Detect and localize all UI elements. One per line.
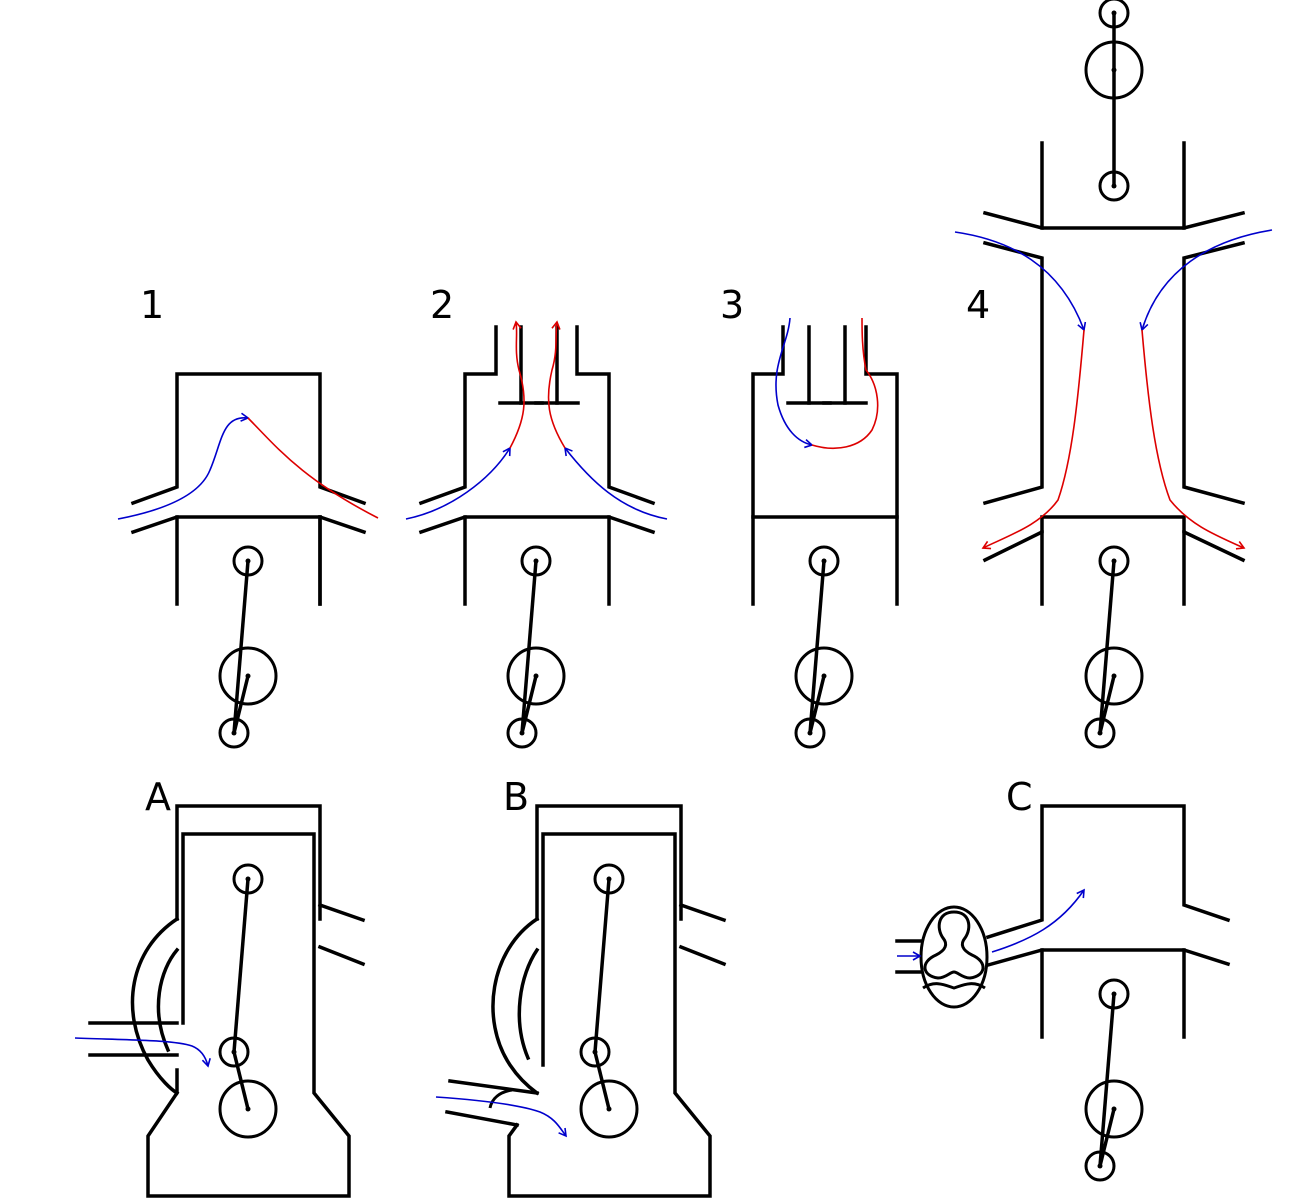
intake-port	[88, 1021, 179, 1057]
intake-flow-arrow	[991, 888, 1085, 953]
panel-label-C: C	[1006, 775, 1033, 819]
transfer-passage-outer	[130, 916, 180, 1096]
transfer-passage-outer	[491, 916, 540, 1096]
crank-circle	[218, 1079, 278, 1139]
transfer-passage-inner	[517, 947, 540, 1061]
exhaust-flow-arrow-right	[1141, 329, 1246, 550]
cylinder-head	[418, 325, 656, 506]
crank-circle	[1084, 646, 1144, 706]
piston-crown	[130, 515, 367, 535]
right-port-wall	[1182, 240, 1246, 506]
connecting-rod	[232, 877, 250, 1054]
exhaust-flow-arrow-left	[981, 329, 1085, 550]
cylinder-head	[985, 804, 1231, 940]
panel-label-A: A	[145, 775, 171, 819]
intake-flow-arrow-left	[405, 446, 511, 520]
reed-valve	[488, 1088, 513, 1109]
intake-flow-arrow	[74, 1037, 211, 1068]
cylinder-head	[535, 804, 683, 921]
crank-circle	[1084, 1079, 1144, 1139]
connecting-rod	[232, 559, 250, 735]
crank-circle	[506, 646, 566, 706]
panel-C: C	[895, 775, 1231, 1182]
intake-flow-arrow	[775, 317, 814, 449]
crank-circle	[579, 1079, 639, 1139]
left-port-wall	[982, 240, 1044, 506]
connecting-rod	[1098, 559, 1116, 735]
intake-flow-arrow-right	[1139, 229, 1273, 332]
exhaust-flow-arrow-right	[547, 320, 566, 449]
panel-A: A	[74, 775, 366, 1198]
crank-circle	[218, 646, 278, 706]
exhaust-flow-arrow	[811, 317, 879, 450]
transfer-passage-inner	[156, 947, 180, 1053]
piston-and-crankcase	[507, 832, 712, 1198]
exhaust-port	[317, 902, 366, 967]
cylinder-head	[175, 804, 322, 921]
panel-3: 3	[720, 283, 899, 749]
piston-crown	[985, 948, 1231, 968]
panel-label-B: B	[503, 775, 529, 819]
intake-flow-arrow	[435, 1096, 567, 1138]
connecting-rod	[808, 559, 826, 735]
blower-inlet	[895, 939, 923, 974]
panel-label-2: 2	[430, 283, 454, 327]
crank-circle	[794, 646, 854, 706]
reed-intake-port	[444, 1079, 539, 1128]
exhaust-flow-arrow	[247, 417, 379, 519]
panel-label-4: 4	[966, 283, 990, 327]
cylinder-head	[130, 372, 367, 506]
intake-flow-arrow-left	[954, 231, 1087, 332]
exhaust-port	[678, 902, 727, 967]
piston-and-crankcase	[146, 832, 351, 1198]
panel-label-1: 1	[140, 283, 164, 327]
exhaust-flow-arrow-left	[509, 320, 525, 449]
panel-B: B	[435, 775, 727, 1198]
panel-4: 4	[954, 0, 1273, 749]
panel-2: 2	[405, 283, 668, 749]
intake-flow-arrow-right	[564, 446, 668, 520]
cylinder-body	[751, 325, 899, 606]
lower-piston-crown	[982, 515, 1246, 563]
intake-flow-arrow	[117, 412, 250, 520]
panel-1: 1	[117, 283, 379, 749]
roots-blower-lobe	[922, 982, 986, 990]
roots-blower-rotor	[923, 910, 985, 980]
connecting-rod	[1098, 992, 1116, 1168]
upper-piston-crown	[982, 210, 1246, 230]
panel-label-3: 3	[720, 283, 744, 327]
piston-crown	[418, 515, 656, 535]
connecting-rod	[520, 559, 538, 735]
connecting-rod	[593, 877, 611, 1054]
